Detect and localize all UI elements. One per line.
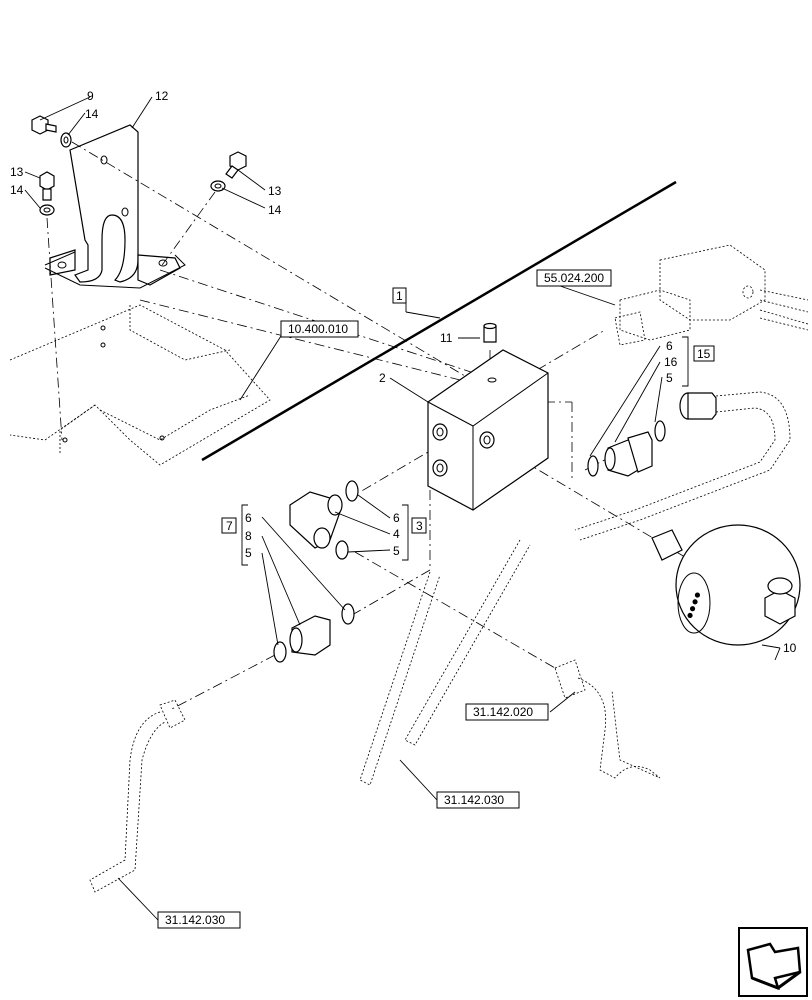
svg-text:31.142.030: 31.142.030 <box>165 913 225 927</box>
ref-31-142-030-mid[interactable]: 31.142.030 <box>436 791 520 809</box>
washer-14c <box>210 180 226 192</box>
label-5-group15: 5 <box>666 371 673 385</box>
group-brackets <box>241 336 689 566</box>
o-ring-5b <box>654 420 666 442</box>
item-labels: 9 14 12 13 14 13 14 11 2 6 16 5 6 4 5 6 … <box>10 89 797 655</box>
o-ring-5-group3 <box>335 540 349 560</box>
svg-text:3: 3 <box>416 519 423 533</box>
plug <box>483 322 497 343</box>
label-4: 4 <box>393 527 400 541</box>
svg-text:10.400.010: 10.400.010 <box>288 322 348 336</box>
label-14-a: 14 <box>85 107 99 121</box>
label-2: 2 <box>379 371 386 385</box>
bracket <box>44 124 186 289</box>
adapter-8 <box>289 615 331 656</box>
bolt-13a <box>39 171 55 201</box>
chassis-frame <box>9 304 271 466</box>
label-6-group15: 6 <box>666 339 673 353</box>
label-6-group3: 6 <box>393 511 400 525</box>
section-divider <box>201 180 677 462</box>
bolt-13b <box>225 151 247 179</box>
label-16: 16 <box>664 355 678 369</box>
next-page-arrow-icon[interactable] <box>738 927 808 997</box>
washer-14b <box>39 204 55 216</box>
leader-lines <box>24 96 781 921</box>
washer-14a <box>60 132 72 148</box>
ref-31-142-020[interactable]: 31.142.020 <box>465 703 549 721</box>
label-14-c: 14 <box>268 203 282 217</box>
assembly-lines <box>46 141 691 711</box>
svg-text:1: 1 <box>396 289 403 303</box>
bolt-9 <box>31 115 57 135</box>
hoses <box>89 539 661 893</box>
svg-text:31.142.020: 31.142.020 <box>473 705 533 719</box>
group-box-1: 1 <box>392 287 407 304</box>
svg-text:7: 7 <box>226 519 233 533</box>
label-12: 12 <box>155 89 169 103</box>
label-13-a: 13 <box>10 165 24 179</box>
label-5-group3: 5 <box>393 544 400 558</box>
svg-text:55.024.200: 55.024.200 <box>544 271 604 285</box>
group-box-7: 7 <box>221 517 237 534</box>
hose-fitting-right <box>574 391 791 541</box>
adapter-16 <box>604 431 653 477</box>
valve-block <box>427 349 549 511</box>
ref-31-142-030-bottom[interactable]: 31.142.030 <box>157 911 241 929</box>
group-box-3: 3 <box>411 517 427 534</box>
o-ring-5-group7 <box>273 641 287 663</box>
label-10: 10 <box>783 641 797 655</box>
label-11: 11 <box>440 331 453 345</box>
accumulator: ●●●● <box>651 524 801 646</box>
label-8: 8 <box>245 529 252 543</box>
o-ring-6-group7 <box>341 603 355 625</box>
ref-55-024-200[interactable]: 55.024.200 <box>536 269 612 287</box>
label-9: 9 <box>87 89 94 103</box>
label-6-group7: 6 <box>245 511 252 525</box>
elbow-fitting-4 <box>289 491 343 549</box>
svg-text:31.142.030: 31.142.030 <box>444 793 504 807</box>
label-13-b: 13 <box>268 184 282 198</box>
svg-text:15: 15 <box>697 347 711 361</box>
group-box-15: 15 <box>693 345 715 362</box>
o-ring-6-group3 <box>345 480 359 502</box>
ref-10-400-010[interactable]: 10.400.010 <box>280 320 359 338</box>
solenoid-coil <box>614 244 809 346</box>
label-5-group7: 5 <box>245 546 252 560</box>
label-14-b: 14 <box>10 183 24 197</box>
o-ring-5a <box>587 455 599 477</box>
